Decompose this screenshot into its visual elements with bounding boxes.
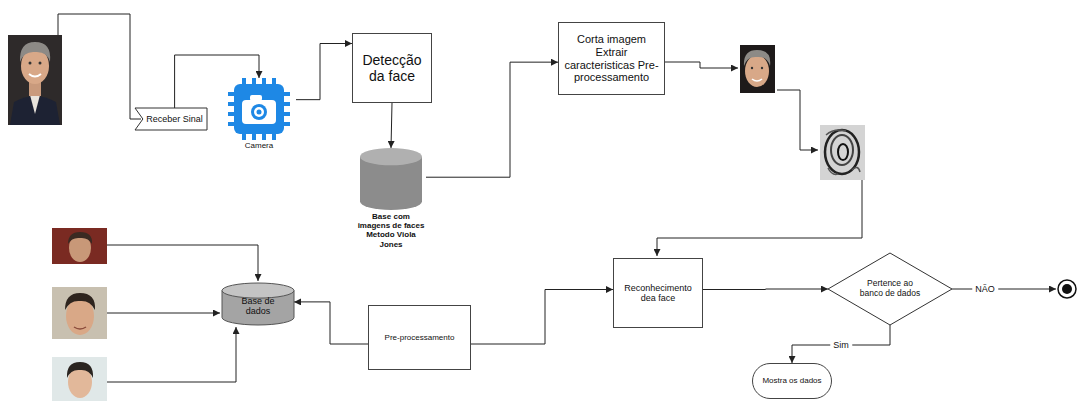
flow-wire xyxy=(777,90,818,150)
node-text: Pertence ao banco de dados xyxy=(856,279,924,299)
edge-label: Sim xyxy=(830,340,852,350)
face-photo xyxy=(52,228,107,264)
cylinder-shape xyxy=(360,148,422,210)
node-text: Detecção da face xyxy=(357,52,427,84)
node-text: Camera xyxy=(222,141,296,150)
node-text: Receber Sinal xyxy=(146,114,203,124)
signal-wire xyxy=(58,14,141,119)
database-cylinder: Base com imagens de faces Metodo Viola J… xyxy=(356,148,426,249)
cropped-face xyxy=(740,45,775,93)
connector-arrow xyxy=(792,325,890,363)
node-text: Reconhecimento dea face xyxy=(618,283,698,304)
node-text: Mostra os dados xyxy=(762,376,821,385)
flow-wire xyxy=(952,289,1056,290)
node-text: Pre-processamento xyxy=(385,333,455,342)
diamond-outline xyxy=(828,253,952,325)
signal-outline xyxy=(135,108,207,130)
flow-wire xyxy=(107,245,258,281)
process-box: Pre-processamento xyxy=(368,305,471,370)
flow-wire xyxy=(107,327,236,382)
process-box: Corta imagem Extrair caracteristicas Pre… xyxy=(558,22,665,95)
connector-arrow xyxy=(471,290,613,345)
flow-wire xyxy=(107,313,220,314)
face-photo xyxy=(52,357,107,401)
camera-icon: Camera xyxy=(222,78,296,150)
node-text: Base de dados xyxy=(228,296,288,317)
connector-arrow xyxy=(391,103,392,148)
node-text: Corta imagem Extrair caracteristicas Pre… xyxy=(563,33,660,84)
connector-arrow xyxy=(296,44,352,100)
face-photo xyxy=(52,287,107,339)
decision-diamond: Pertence ao banco de dados xyxy=(828,253,952,325)
flow-wire xyxy=(657,180,862,256)
connector-arrow xyxy=(294,302,368,344)
signal-box: Receber Sinal xyxy=(135,108,207,130)
flow-wire xyxy=(663,62,738,68)
connector-arrow xyxy=(426,62,558,177)
camera-icon-graphic xyxy=(228,78,290,140)
process-box: Detecção da face xyxy=(352,33,432,103)
node-text: Base com imagens de faces Metodo Viola J… xyxy=(356,212,426,249)
connector-arrow xyxy=(703,289,828,291)
terminal-box: Mostra os dados xyxy=(752,363,832,399)
database-cylinder: Base de dados xyxy=(222,283,294,325)
branch-label: NÃO xyxy=(972,284,998,294)
cylinder-top xyxy=(360,148,422,165)
person-photo xyxy=(8,35,62,125)
end-symbol xyxy=(1058,280,1076,298)
feature-texture xyxy=(820,125,865,180)
process-box: Reconhecimento dea face xyxy=(613,258,703,328)
